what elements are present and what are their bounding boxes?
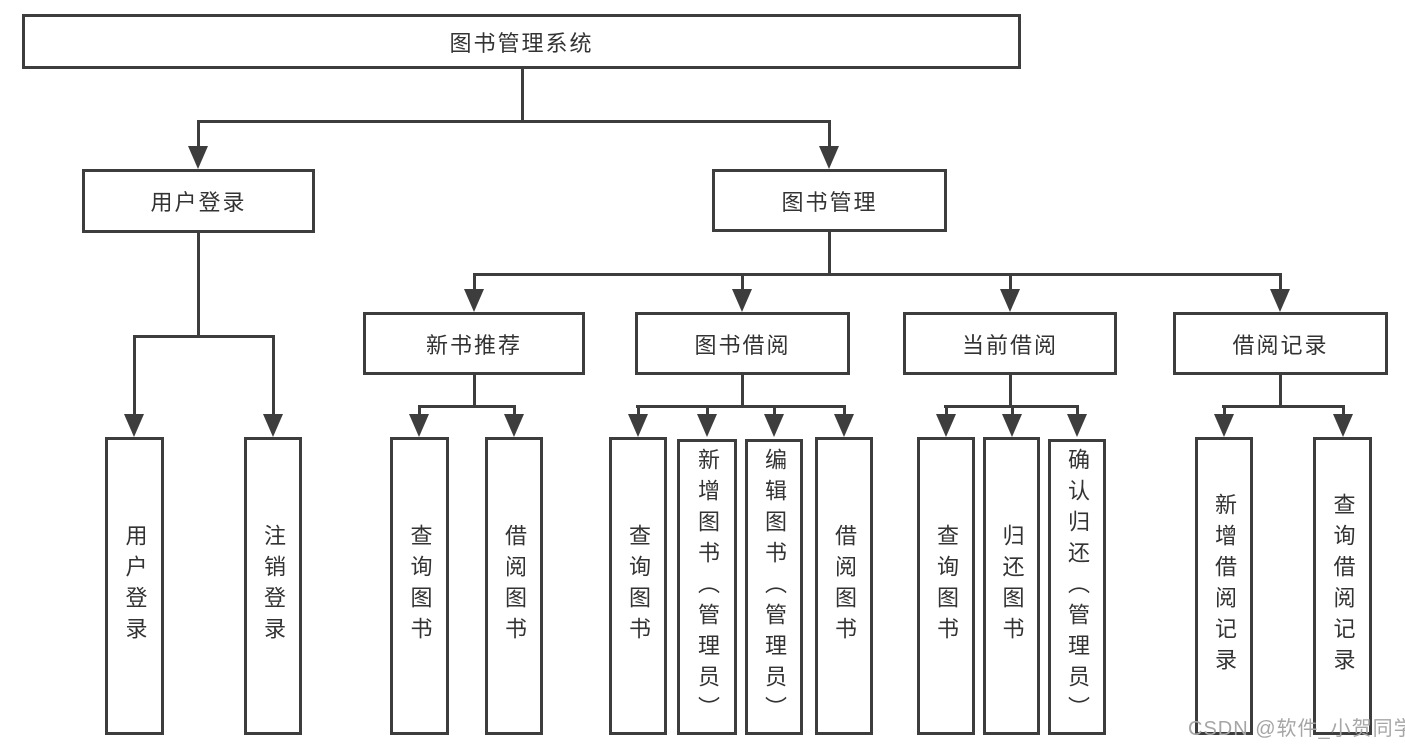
arrowhead-to-leaf-add-book-admin [697, 405, 717, 437]
node-root: 图书管理系统 [22, 14, 1021, 69]
arrowhead-to-leaf-query-books-1 [409, 405, 429, 437]
node-leaf-query-books-1-label: 查询图书 [407, 524, 433, 648]
arrowhead-to-book-management [819, 120, 839, 169]
node-leaf-confirm-return-admin-label: 确认归还（管理员） [1065, 447, 1090, 727]
node-borrow-records: 借阅记录 [1173, 312, 1388, 375]
edge-root-trunk [521, 68, 524, 120]
edge-borrow-records-rail [1222, 405, 1345, 408]
node-leaf-borrow-books-1: 借阅图书 [485, 437, 543, 735]
arrowhead-to-borrow-records [1270, 273, 1290, 312]
arrowhead-to-leaf-edit-book-admin [764, 405, 784, 437]
edge-current-borrow-trunk [1009, 375, 1012, 405]
arrowhead-to-leaf-query-borrow-record [1333, 405, 1353, 437]
node-leaf-add-book-admin: 新增图书（管理员） [677, 439, 737, 735]
arrowhead-to-leaf-logout [263, 335, 283, 437]
node-leaf-query-books-2: 查询图书 [609, 437, 667, 735]
watermark: CSDN @软件_小贺同学 [1188, 718, 1405, 740]
arrowhead-to-leaf-query-books-3 [936, 405, 956, 437]
edge-root-rail [197, 120, 831, 123]
node-leaf-query-borrow-record-label: 查询借阅记录 [1330, 493, 1356, 679]
node-leaf-borrow-books-2: 借阅图书 [815, 437, 873, 735]
node-leaf-add-borrow-record-label: 新增借阅记录 [1212, 493, 1237, 679]
node-leaf-return-books-label: 归还图书 [999, 524, 1025, 648]
arrowhead-to-user-login [188, 120, 208, 169]
node-leaf-logout-label: 注销登录 [261, 524, 286, 648]
arrowhead-to-current-borrow [1000, 273, 1020, 312]
node-new-book-recommend-label: 新书推荐 [425, 332, 522, 358]
node-user-login: 用户登录 [82, 169, 315, 233]
node-leaf-edit-book-admin: 编辑图书（管理员） [745, 439, 803, 735]
arrowhead-to-leaf-add-borrow-record [1214, 405, 1234, 437]
node-leaf-add-book-admin-label: 新增图书（管理员） [695, 447, 720, 727]
arrowhead-to-leaf-borrow-books-1 [504, 405, 524, 437]
node-leaf-query-books-2-label: 查询图书 [626, 524, 651, 648]
edge-user-login-rail [133, 335, 275, 338]
node-leaf-query-books-1: 查询图书 [390, 437, 449, 735]
edge-book-management-rail [473, 273, 1281, 276]
node-leaf-borrow-books-1-label: 借阅图书 [502, 524, 527, 648]
edge-book-borrow-rail [636, 405, 846, 408]
node-book-management: 图书管理 [712, 169, 947, 232]
node-root-label: 图书管理系统 [449, 30, 594, 56]
node-book-management-label: 图书管理 [781, 189, 878, 215]
node-leaf-user-login: 用户登录 [105, 437, 164, 735]
arrowhead-to-leaf-return-books [1002, 405, 1022, 437]
node-book-borrow: 图书借阅 [635, 312, 850, 375]
node-leaf-edit-book-admin-label: 编辑图书（管理员） [762, 447, 787, 727]
arrowhead-to-new-book-recommend [464, 273, 484, 312]
node-user-login-label: 用户登录 [150, 190, 247, 215]
node-leaf-return-books: 归还图书 [983, 437, 1040, 735]
node-leaf-user-login-label: 用户登录 [122, 524, 148, 648]
edge-new-book-recommend-rail [418, 405, 516, 408]
arrowhead-to-leaf-confirm-return-admin [1067, 405, 1087, 437]
node-current-borrow-label: 当前借阅 [961, 332, 1058, 358]
arrowhead-to-leaf-query-books-2 [628, 405, 648, 437]
node-current-borrow: 当前借阅 [903, 312, 1117, 375]
arrowhead-to-leaf-borrow-books-2 [834, 405, 854, 437]
edge-new-book-recommend-trunk [473, 375, 476, 405]
node-leaf-query-books-3: 查询图书 [917, 437, 975, 735]
node-borrow-records-label: 借阅记录 [1232, 332, 1329, 358]
node-book-borrow-label: 图书借阅 [694, 332, 791, 358]
edge-book-borrow-trunk [741, 375, 744, 405]
node-new-book-recommend: 新书推荐 [363, 312, 585, 375]
arrowhead-to-leaf-user-login [124, 335, 144, 437]
node-leaf-query-borrow-record: 查询借阅记录 [1313, 437, 1372, 735]
node-leaf-borrow-books-2-label: 借阅图书 [832, 524, 857, 648]
node-leaf-logout: 注销登录 [244, 437, 302, 735]
edge-user-login-trunk [197, 233, 200, 335]
node-leaf-confirm-return-admin: 确认归还（管理员） [1048, 439, 1106, 735]
arrowhead-to-book-borrow [732, 273, 752, 312]
node-leaf-query-books-3-label: 查询图书 [934, 524, 959, 648]
edge-book-management-trunk [828, 232, 831, 273]
edge-borrow-records-trunk [1279, 375, 1282, 405]
node-leaf-add-borrow-record: 新增借阅记录 [1195, 437, 1253, 735]
